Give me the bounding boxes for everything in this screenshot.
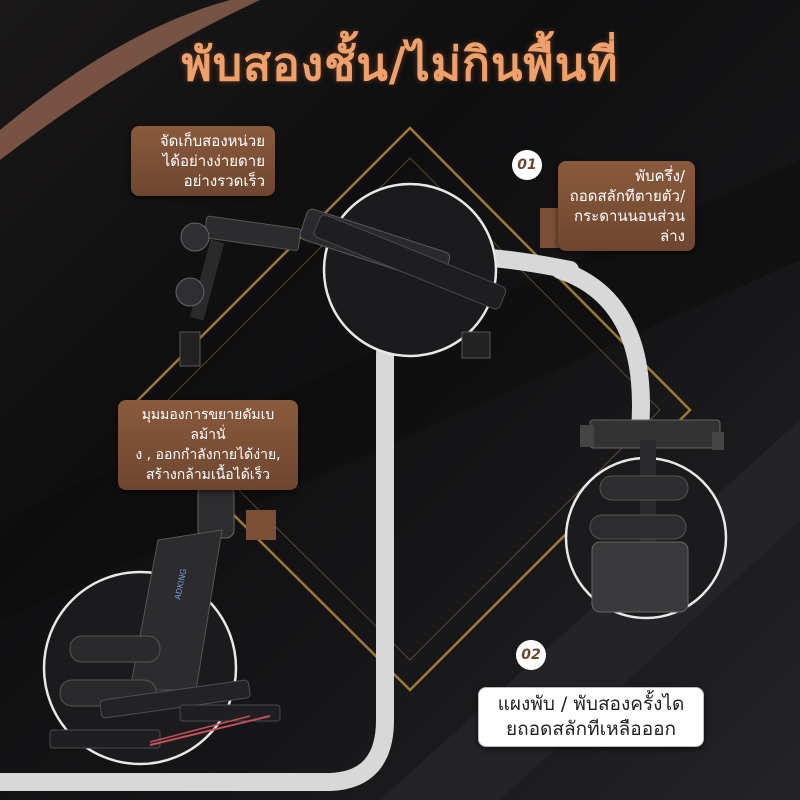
bench-folded-icon bbox=[175, 208, 507, 367]
bench-folded-side-icon bbox=[580, 419, 724, 613]
step-badge-01: 01 bbox=[512, 150, 542, 180]
label-fold-top: พับครึ่ง/ ถอดสลักทีตายตัว/ กระดานนอนส่วน… bbox=[558, 161, 695, 251]
step-badge-02: 02 bbox=[516, 640, 546, 670]
label-angle: มุมมองการขยายดัมเบลม้านั่ ง , ออกกำลังกา… bbox=[118, 400, 298, 490]
gold-diamond-inner bbox=[157, 157, 661, 661]
gold-diamond-outer bbox=[126, 126, 692, 692]
page-title: พับสองชั้น/ไม่กินพื้นที่ bbox=[181, 37, 619, 91]
path-to-step2 bbox=[551, 261, 650, 439]
accent-square-mid bbox=[246, 510, 276, 540]
label-fold-bottom: แผงพับ / พับสองครั้งได ยถอดสลักทีเหลือออ… bbox=[478, 687, 704, 747]
bench-incline-icon: ADKING bbox=[49, 485, 281, 749]
label-storage: จัดเก็บสองหน่วย ได้อย่างง่ายดาย อย่างรวด… bbox=[131, 126, 275, 196]
